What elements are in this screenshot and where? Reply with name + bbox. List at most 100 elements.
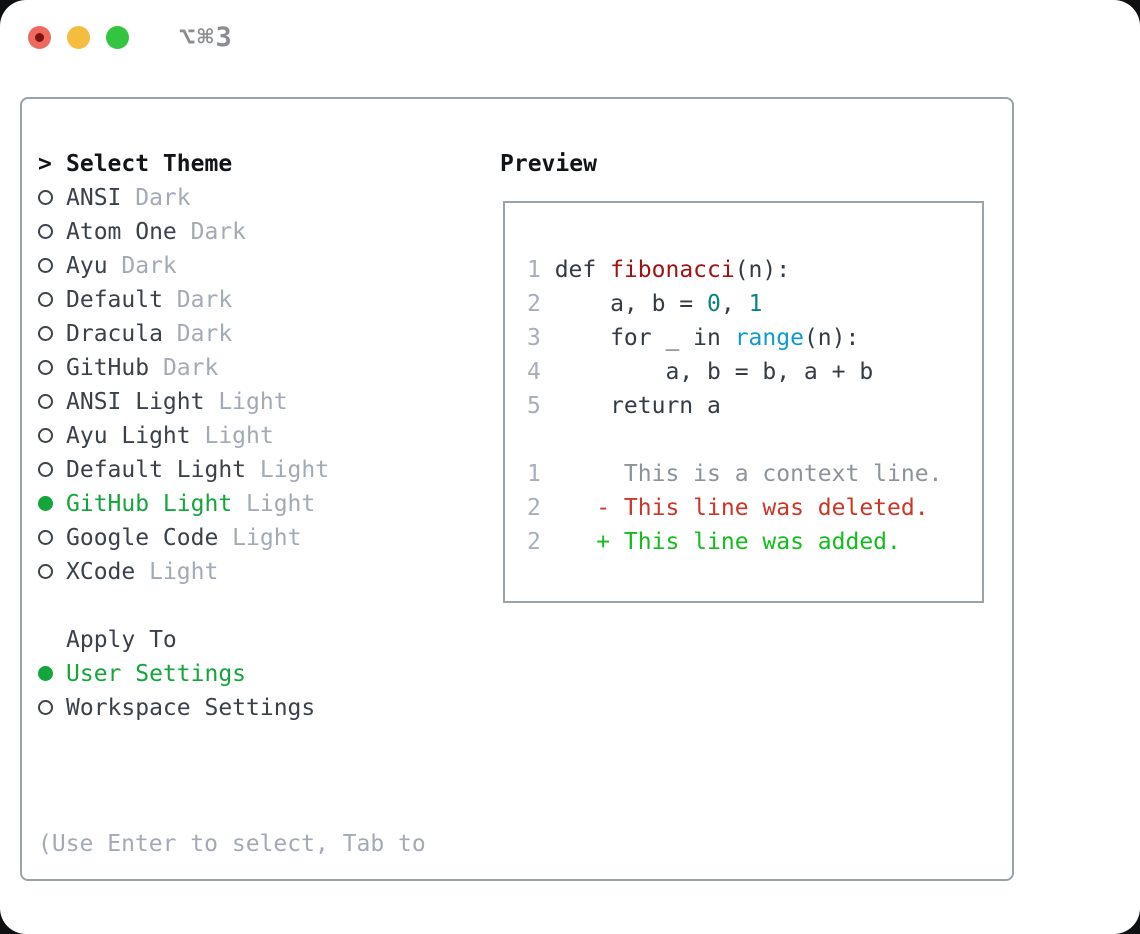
line-number: 4 [527,359,541,385]
theme-name: GitHub [66,355,150,381]
theme-name: Ayu [66,253,108,279]
token-plain: a, b = [554,291,708,317]
spacer [38,725,500,759]
radio-icon [38,394,53,409]
theme-option-ayu-dark[interactable]: Ayu Dark [38,249,500,283]
radio-icon [38,360,53,375]
line-number: 2 [527,529,541,555]
radio-icon [38,564,53,579]
unsaved-dot-icon [35,33,44,42]
theme-option-google-code-light[interactable]: Google Code Light [38,521,500,555]
theme-name: Ayu Light [66,423,191,449]
radio-icon [38,385,66,419]
radio-icon [38,224,53,239]
theme-option-default-dark[interactable]: Default Dark [38,283,500,317]
hint-line-1: (Use Enter to select, Tab to [38,831,426,857]
radio-icon [38,462,53,477]
theme-option-default-light-light[interactable]: Default Light Light [38,453,500,487]
theme-name: Dracula [66,321,163,347]
spacer [38,589,500,623]
theme-name: ANSI [66,185,122,211]
radio-icon [38,249,66,283]
hint-line-2: change focus) [38,929,500,934]
radio-selected-icon [38,487,66,521]
apply-option-label: User Settings [66,661,247,687]
radio-icon [38,453,66,487]
line-number: 1 [527,461,541,487]
token-added: + This line was added. [554,529,901,555]
apply-to-header: Apply To [66,627,177,653]
preview-header: Preview [500,151,597,177]
radio-icon [38,555,66,589]
apply-to-header-row: Apply To [38,623,500,657]
token-plain: (n): [803,325,860,351]
theme-variant: Dark [107,253,177,279]
theme-variant: Dark [121,185,191,211]
token-plain: return a [554,393,721,419]
line-number: 3 [527,325,541,351]
code-line: 3 for _ in range(n): [527,321,982,355]
theme-option-ansi-dark[interactable]: ANSI Dark [38,181,500,215]
theme-option-atom-one-dark[interactable]: Atom One Dark [38,215,500,249]
theme-variant: Dark [162,287,233,313]
token-plain: , [720,291,749,317]
apply-option-user-settings[interactable]: User Settings [38,657,500,691]
code-line: 4 a, b = b, a + b [527,355,982,389]
radio-icon [38,181,66,215]
radio-icon [38,283,66,317]
code-line: 1 def fibonacci(n): [527,253,982,287]
theme-option-dracula-dark[interactable]: Dracula Dark [38,317,500,351]
theme-name: Default Light [66,457,247,483]
theme-option-github-dark[interactable]: GitHub Dark [38,351,500,385]
radio-icon [38,215,66,249]
radio-icon [38,317,66,351]
token-plain: for _ in [554,325,735,351]
token-builtin: range [734,325,804,351]
radio-icon [38,351,66,385]
keyboard-hint: (Use Enter to select, Tab to change focu… [38,759,500,934]
window-title: ⌥⌘3 [179,22,234,53]
close-button[interactable] [28,26,51,49]
token-number: 0 [707,291,721,317]
theme-option-ansi-light-light[interactable]: ANSI Light Light [38,385,500,419]
line-number: 1 [527,257,541,283]
token-number: 1 [748,291,763,317]
theme-variant: Light [218,525,302,551]
token-deleted: - This line was deleted. [554,495,929,521]
code-line: 1 This is a context line. [527,457,982,491]
theme-name: GitHub Light [66,491,233,517]
theme-variant: Light [135,559,219,585]
zoom-button[interactable] [106,26,129,49]
minimize-button[interactable] [67,26,90,49]
radio-selected-icon [38,666,53,681]
apply-option-workspace-settings[interactable]: Workspace Settings [38,691,500,725]
token-plain: (n): [734,257,791,283]
theme-variant: Dark [176,219,247,245]
radio-icon [38,428,53,443]
radio-icon [38,691,66,725]
code-line: 2 - This line was deleted. [527,491,982,525]
radio-icon [38,530,53,545]
theme-name: Google Code [66,525,219,551]
preview-header-row: Preview [500,147,986,181]
theme-option-ayu-light-light[interactable]: Ayu Light Light [38,419,500,453]
code-line [527,423,982,457]
code-line: 5 return a [527,389,982,423]
theme-option-github-light-light[interactable]: GitHub Light Light [38,487,500,521]
apply-option-label: Workspace Settings [66,695,316,721]
code-line: 2 a, b = 0, 1 [527,287,982,321]
token-title: fibonacci [610,257,735,283]
theme-option-xcode-light[interactable]: XCode Light [38,555,500,589]
theme-name: XCode [66,559,136,585]
title-bar: ⌥⌘3 [0,0,1140,75]
line-number: 5 [527,393,541,419]
theme-variant: Dark [149,355,219,381]
token-plain: def [554,257,611,283]
theme-variant: Light [190,423,274,449]
radio-icon [38,521,66,555]
